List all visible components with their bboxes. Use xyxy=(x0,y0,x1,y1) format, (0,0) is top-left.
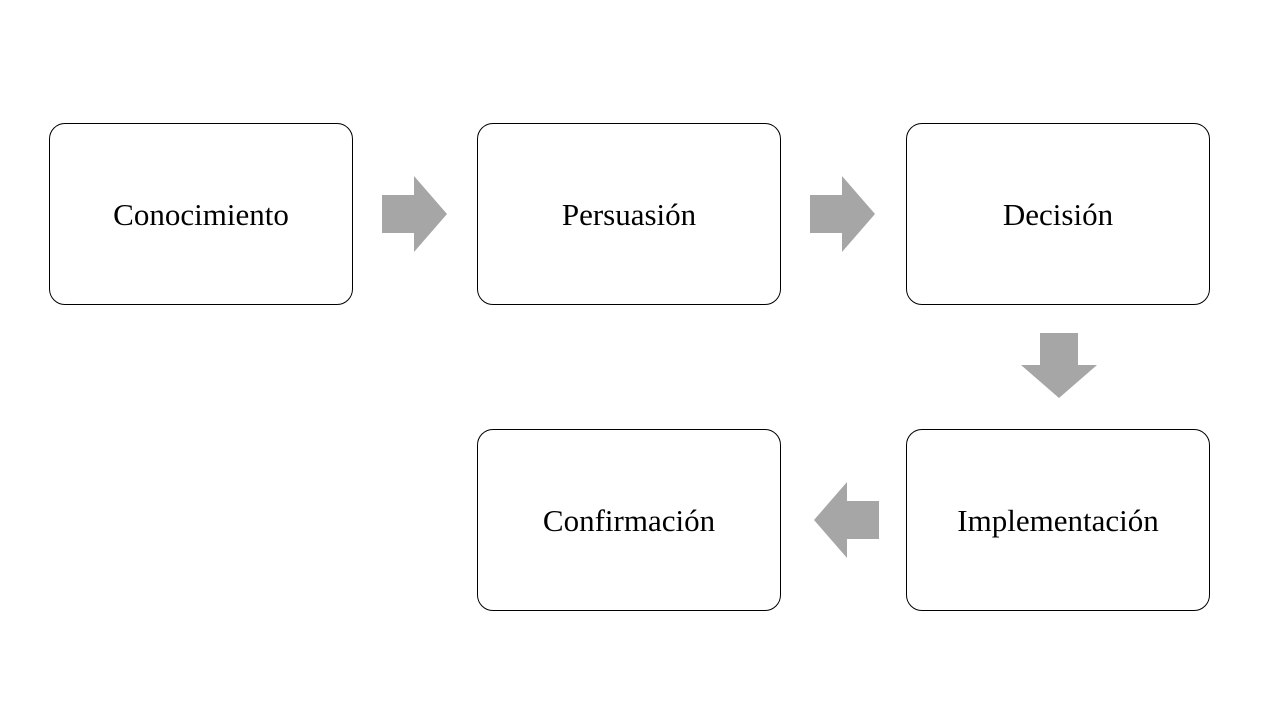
arrow-right-icon xyxy=(382,176,447,252)
stage-label: Confirmación xyxy=(542,502,716,538)
stage-label: Decisión xyxy=(1002,196,1114,232)
arrow-down-icon xyxy=(1021,333,1097,398)
stage-decision: Decisión xyxy=(906,123,1210,305)
stage-conocimiento: Conocimiento xyxy=(49,123,353,305)
stage-label: Implementación xyxy=(957,502,1159,538)
arrow-right-icon xyxy=(810,176,875,252)
stage-persuasion: Persuasión xyxy=(477,123,781,305)
arrow-left-icon xyxy=(814,482,879,558)
stage-label: Persuasión xyxy=(561,196,697,232)
stage-confirmacion: Confirmación xyxy=(477,429,781,611)
stage-implementacion: Implementación xyxy=(906,429,1210,611)
stage-label: Conocimiento xyxy=(113,196,289,232)
